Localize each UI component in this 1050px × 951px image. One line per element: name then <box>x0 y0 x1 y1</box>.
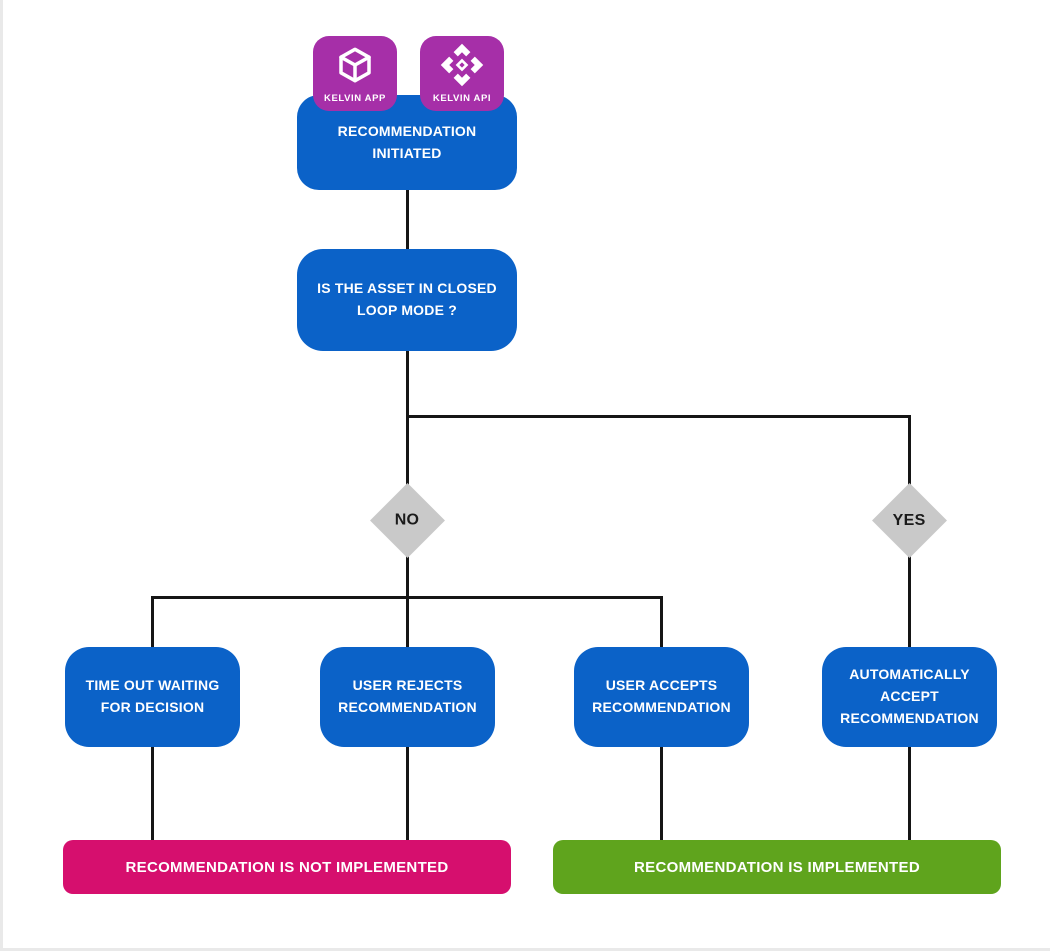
connector-accepts-to-implemented <box>660 747 663 840</box>
connector-auto-to-implemented <box>908 747 911 840</box>
connector-timeout-to-notimplemented <box>151 747 154 840</box>
decision-yes-label: YES <box>893 511 926 529</box>
connector-yes-to-auto <box>908 555 911 647</box>
node-closed-loop-question: IS THE ASSET IN CLOSED LOOP MODE ? <box>297 249 517 351</box>
cube-icon <box>313 36 397 93</box>
connector-branch-top <box>406 415 911 418</box>
decision-no-label: NO <box>395 511 420 529</box>
kelvin-app-label: KELVIN APP <box>324 93 386 104</box>
decision-yes-diamond: YES <box>872 483 947 558</box>
bottom-edge-divider <box>0 948 1050 951</box>
connector-branch-no <box>151 596 663 599</box>
connector-rejects-to-notimplemented <box>406 747 409 840</box>
kelvin-app-badge: KELVIN APP <box>313 36 397 111</box>
node-user-rejects: USER REJECTS RECOMMENDATION <box>320 647 495 747</box>
outcome-not-implemented-bar: RECOMMENDATION IS NOT IMPLEMENTED <box>63 840 511 894</box>
node-user-accepts: USER ACCEPTS RECOMMENDATION <box>574 647 749 747</box>
connector-to-timeout <box>151 596 154 647</box>
kelvin-api-label: KELVIN API <box>432 93 492 104</box>
connector-no-to-rejects <box>406 555 409 647</box>
api-connect-icon <box>420 36 504 93</box>
connector-to-accepts <box>660 596 663 647</box>
left-edge-divider <box>0 0 3 951</box>
node-timeout-waiting: TIME OUT WAITING FOR DECISION <box>65 647 240 747</box>
kelvin-api-badge: KELVIN API <box>420 36 504 111</box>
connector-branch-to-yes <box>908 415 911 485</box>
connector-initiated-to-question <box>406 188 409 250</box>
outcome-implemented-bar: RECOMMENDATION IS IMPLEMENTED <box>553 840 1001 894</box>
node-automatically-accept: AUTOMATICALLY ACCEPT RECOMMENDATION <box>822 647 997 747</box>
decision-no-diamond: NO <box>370 483 445 558</box>
connector-question-to-no <box>406 351 409 485</box>
